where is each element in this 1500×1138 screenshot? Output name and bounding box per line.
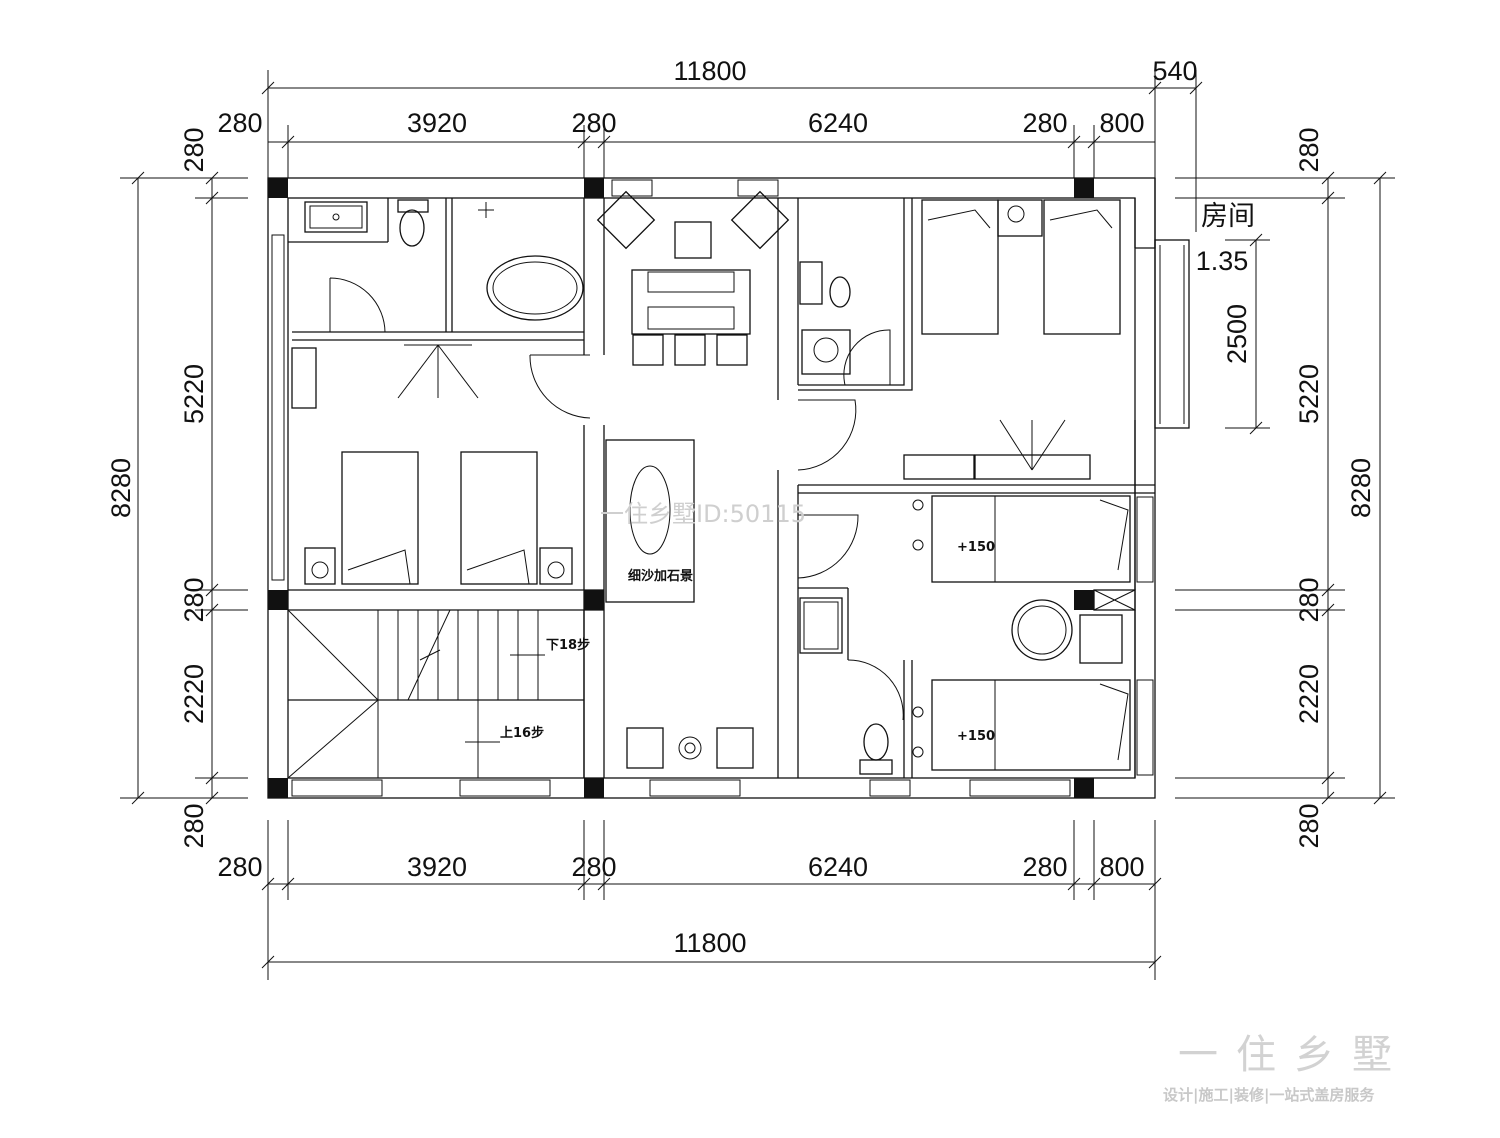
dim-bottom-seg: 280 (217, 852, 262, 882)
brand-slogan: 设计|施工|装修|一站式盖房服务 (1163, 1086, 1375, 1105)
right-bathroom-fixtures (799, 261, 893, 775)
dim-bottom-total: 11800 (673, 928, 746, 958)
dim-top-offset: 540 (1152, 56, 1197, 86)
dining-area (596, 190, 790, 769)
brand-name: 一住乡墅 (1178, 1032, 1410, 1078)
stairs (287, 609, 584, 779)
dim-balcony: 2500 (1222, 304, 1252, 364)
watermark: 一住乡墅ID:50115 (600, 500, 806, 528)
dim-bottom-seg: 280 (571, 852, 616, 882)
right-bedroom-furniture (903, 199, 1131, 771)
dim-right-seg: 280 (1294, 127, 1324, 172)
dim-right-seg: 2220 (1294, 664, 1324, 724)
dim-top-total: 11800 (673, 56, 746, 86)
dim-bottom-seg: 800 (1099, 852, 1144, 882)
brand-logo: 一住乡墅 设计|施工|装修|一站式盖房服务 (1163, 1032, 1410, 1105)
dim-top-seg: 280 (217, 108, 262, 138)
dim-bottom-seg: 6240 (808, 852, 868, 882)
dim-right-total: 8280 (1346, 458, 1376, 518)
columns (268, 178, 1094, 798)
walls (267, 177, 1190, 799)
room-labels: 房间 1.35 细沙加石景 下18步 上16步 +150 +150 (500, 201, 1255, 744)
dim-top-seg: 6240 (808, 108, 868, 138)
room-level: 1.35 (1196, 246, 1249, 276)
stairs-down-label: 下18步 (546, 637, 590, 653)
dim-left-seg: 280 (179, 577, 209, 622)
dim-top-seg: 280 (1022, 108, 1067, 138)
room-label: 房间 (1201, 201, 1255, 231)
dim-top-seg: 3920 (407, 108, 467, 138)
dim-bottom-seg: 3920 (407, 852, 467, 882)
stairs-up-label: 上16步 (500, 725, 544, 741)
dim-right-seg: 280 (1294, 577, 1324, 622)
windows (271, 179, 1154, 797)
dim-top-seg: 280 (571, 108, 616, 138)
left-bathroom-fixtures (304, 199, 584, 399)
dim-left-seg: 280 (179, 127, 209, 172)
dim-left-seg: 2220 (179, 664, 209, 724)
dim-left-seg: 280 (179, 803, 209, 848)
doors (329, 277, 904, 721)
left-bedroom-furniture (291, 347, 573, 585)
bed-level-upper: +150 (957, 540, 995, 555)
stone-garden-label: 细沙加石景 (628, 568, 693, 584)
dimension-lines (120, 70, 1395, 980)
bed-level-lower: +150 (957, 729, 995, 744)
dim-top-seg: 800 (1099, 108, 1144, 138)
dim-left-seg: 5220 (179, 364, 209, 424)
dimension-labels: 11800 540 280 3920 280 6240 280 800 280 … (106, 56, 1376, 958)
dim-left-total: 8280 (106, 458, 136, 518)
dim-bottom-seg: 280 (1022, 852, 1067, 882)
dim-right-seg: 5220 (1294, 364, 1324, 424)
dim-right-seg: 280 (1294, 803, 1324, 848)
